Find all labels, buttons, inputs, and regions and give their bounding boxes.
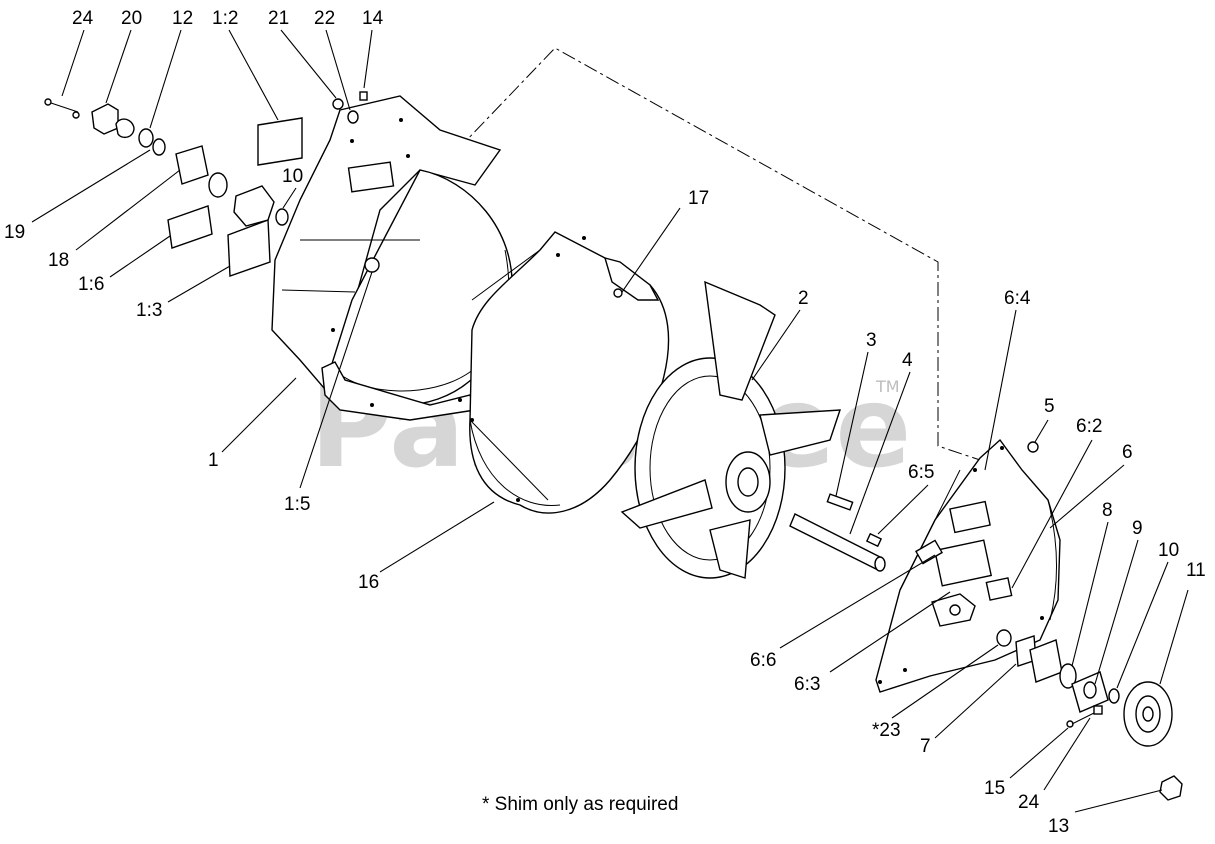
callout-6-2: 6:2: [1076, 416, 1102, 437]
callout-1-5: 1:5: [284, 494, 310, 515]
watermark-trademark: TM: [875, 377, 900, 396]
impeller: [620, 280, 841, 579]
callout-8: 8: [1102, 500, 1113, 521]
callout-2: 2: [798, 288, 809, 309]
callout-1-6: 1:6: [78, 274, 104, 295]
shaft-4: [789, 513, 886, 572]
callout-9: 9: [1132, 518, 1143, 539]
fan-shroud-band: [469, 231, 670, 514]
callout-21: 21: [268, 8, 289, 29]
nut-5: [1027, 441, 1039, 453]
callout-13: 13: [1048, 816, 1069, 837]
callout-19: 19: [4, 222, 25, 243]
leader-lines: [31, 29, 1189, 813]
callout-5: 5: [1044, 396, 1055, 417]
callout-1: 1: [208, 450, 219, 471]
callout-10-right: 10: [1158, 540, 1179, 561]
callout-11: 11: [1186, 560, 1206, 581]
pin-6-5: [865, 532, 883, 548]
decal-1-2: [257, 117, 303, 166]
decal-1-6: [167, 205, 213, 249]
callout-1-3: 1:3: [136, 300, 162, 321]
left-bearing-assembly: [44, 98, 289, 227]
callout-4: 4: [902, 350, 913, 371]
callout-14: 14: [362, 8, 384, 29]
callout-6: 6: [1122, 442, 1133, 463]
callout-6-5: 6:5: [908, 462, 934, 483]
callout-6-3: 6:3: [794, 674, 820, 695]
callout-18: 18: [48, 250, 69, 271]
decal-1-3: [227, 219, 271, 277]
washer-22: [347, 110, 359, 124]
callout-15: 15: [984, 778, 1005, 799]
callout-23: *23: [872, 720, 901, 741]
blower-housing: [271, 95, 513, 421]
assembly-phantom-line: [439, 47, 981, 461]
callout-22: 22: [314, 8, 335, 29]
callout-24-top: 24: [72, 8, 94, 29]
screw-14: [359, 91, 368, 101]
callout-6-6: 6:6: [750, 650, 776, 671]
callout-6-4: 6:4: [1004, 288, 1031, 309]
callout-10-left: 10: [282, 166, 303, 187]
callout-20: 20: [121, 8, 142, 29]
callout-24-bottom: 24: [1018, 792, 1040, 813]
callout-3: 3: [866, 330, 877, 351]
key-3: [826, 493, 854, 511]
footnote-shim: * Shim only as required: [482, 794, 678, 815]
right-bearing-assembly: [996, 629, 1183, 801]
callout-12: 12: [172, 8, 193, 29]
callout-16: 16: [358, 572, 379, 593]
nut-21: [332, 98, 344, 110]
callout-7: 7: [920, 736, 931, 757]
callout-1-2: 1:2: [212, 8, 238, 29]
callout-17: 17: [688, 188, 709, 209]
